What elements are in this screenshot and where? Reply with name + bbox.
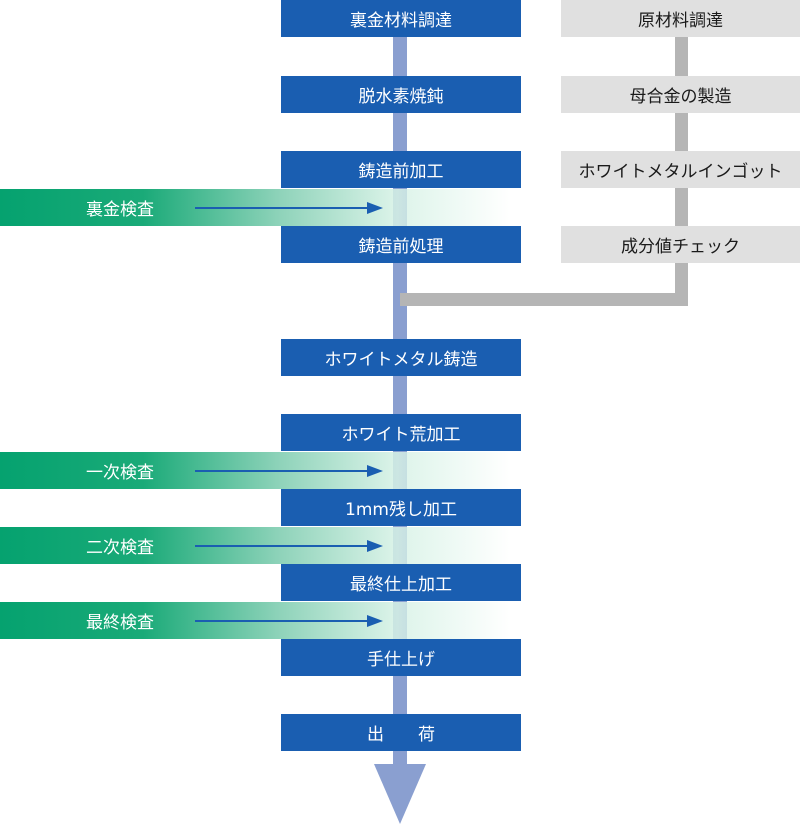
process-step: ホワイト荒加工 [281, 414, 521, 451]
material-step: 成分値チェック [561, 226, 800, 263]
inspection-band-final: 最終検査 [0, 602, 510, 639]
material-step: ホワイトメタルインゴット [561, 151, 800, 188]
right-arrow-icon [195, 202, 383, 214]
process-step: 1mm残し加工 [281, 489, 521, 526]
main-flow-arrowhead [374, 764, 426, 824]
process-step: 脱水素焼鈍 [281, 76, 521, 113]
material-step: 母合金の製造 [561, 76, 800, 113]
inspection-label: 最終検査 [86, 613, 154, 633]
inspection-band-backing-metal: 裏金検査 [0, 189, 510, 226]
inspection-band-second: 二次検査 [0, 527, 510, 564]
inspection-label: 一次検査 [86, 463, 154, 483]
inspection-label: 裏金検査 [86, 200, 154, 220]
inspection-band-first: 一次検査 [0, 452, 510, 489]
right-arrow-icon [195, 615, 383, 627]
process-step: 手仕上げ [281, 639, 521, 676]
process-step: ホワイトメタル鋳造 [281, 339, 521, 376]
right-arrow-icon [195, 540, 383, 552]
process-step: 裏金材料調達 [281, 0, 521, 37]
material-merge-line [400, 293, 688, 306]
process-step: 最終仕上加工 [281, 564, 521, 601]
process-step: 鋳造前加工 [281, 151, 521, 188]
right-arrow-icon [195, 465, 383, 477]
process-step: 鋳造前処理 [281, 226, 521, 263]
inspection-label: 二次検査 [86, 538, 154, 558]
material-step: 原材料調達 [561, 0, 800, 37]
process-step: 出 荷 [281, 714, 521, 751]
